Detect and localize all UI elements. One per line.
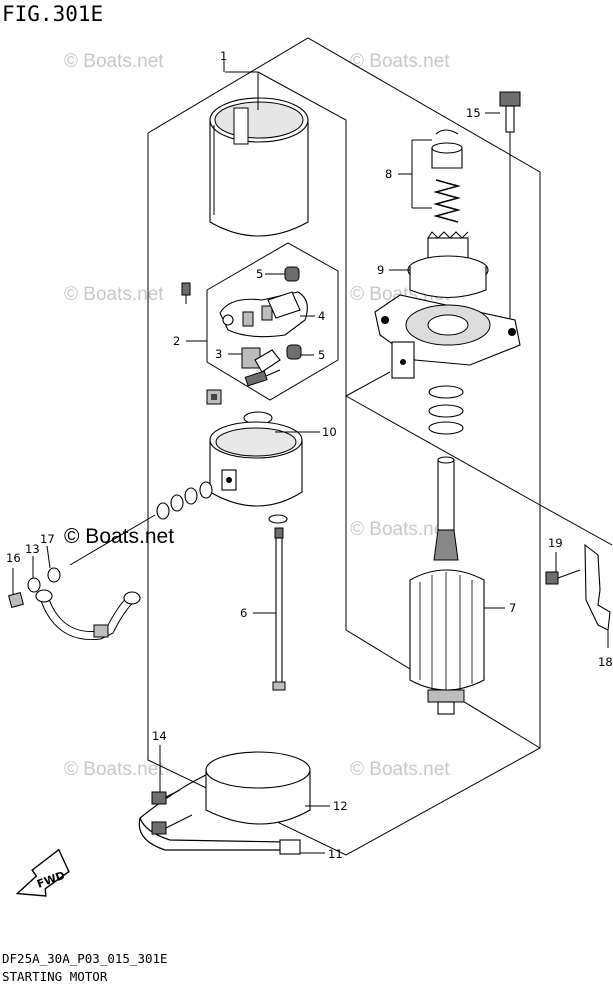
brush-holder <box>181 242 339 405</box>
watermarks: © Boats.net © Boats.net © Boats.net © Bo… <box>64 51 450 780</box>
callout-13: 13 <box>25 542 40 556</box>
callouts: 1 2 3 4 5 5 6 7 8 9 10 11 12 13 14 15 16… <box>6 49 613 861</box>
callout-18: 18 <box>598 655 613 669</box>
callout-2: 2 <box>173 334 180 348</box>
callout-3: 3 <box>215 347 222 361</box>
watermark: © Boats.net <box>350 759 450 780</box>
watermark: © Boats.net <box>64 759 164 780</box>
watermark: © Boats.net <box>64 284 164 305</box>
callout-4: 4 <box>318 309 325 323</box>
callout-19: 19 <box>548 536 563 550</box>
figure-title: FIG.301E <box>2 2 104 26</box>
callout-14: 14 <box>152 729 167 743</box>
pinion-assembly <box>407 129 489 298</box>
callout-10: 10 <box>322 425 337 439</box>
callout-8: 8 <box>385 167 392 181</box>
callout-6: 6 <box>240 606 247 620</box>
callout-12: 12 <box>333 799 348 813</box>
callout-5-top: 5 <box>256 267 263 281</box>
battery-cable <box>8 567 141 641</box>
mounting-band <box>138 751 311 855</box>
yoke-housing <box>209 97 309 237</box>
watermark: © Boats.net <box>64 51 164 72</box>
through-bolt <box>268 514 288 691</box>
armature <box>409 456 485 715</box>
callout-11: 11 <box>328 847 343 861</box>
shim-stack <box>428 385 464 435</box>
callout-7: 7 <box>509 601 516 615</box>
callout-5-bottom: 5 <box>318 348 325 362</box>
figure-name: STARTING MOTOR <box>2 969 108 984</box>
watermark: © Boats.net <box>350 519 450 540</box>
callout-1: 1 <box>220 49 227 63</box>
callout-16: 16 <box>6 551 21 565</box>
leader-lines <box>12 60 609 854</box>
fwd-arrow-icon: FWD <box>15 848 70 897</box>
band-bolt <box>151 789 181 805</box>
washer-stack <box>69 481 213 566</box>
figure-code: DF25A_30A_P03_015_301E <box>2 951 168 966</box>
watermark: © Boats.net <box>350 51 450 72</box>
drive-housing <box>374 294 521 379</box>
callout-9: 9 <box>377 263 384 277</box>
callout-17: 17 <box>40 532 55 546</box>
callout-15: 15 <box>466 106 481 120</box>
bracket <box>545 543 611 631</box>
end-cap <box>209 411 303 507</box>
mounting-bolt <box>499 91 521 320</box>
